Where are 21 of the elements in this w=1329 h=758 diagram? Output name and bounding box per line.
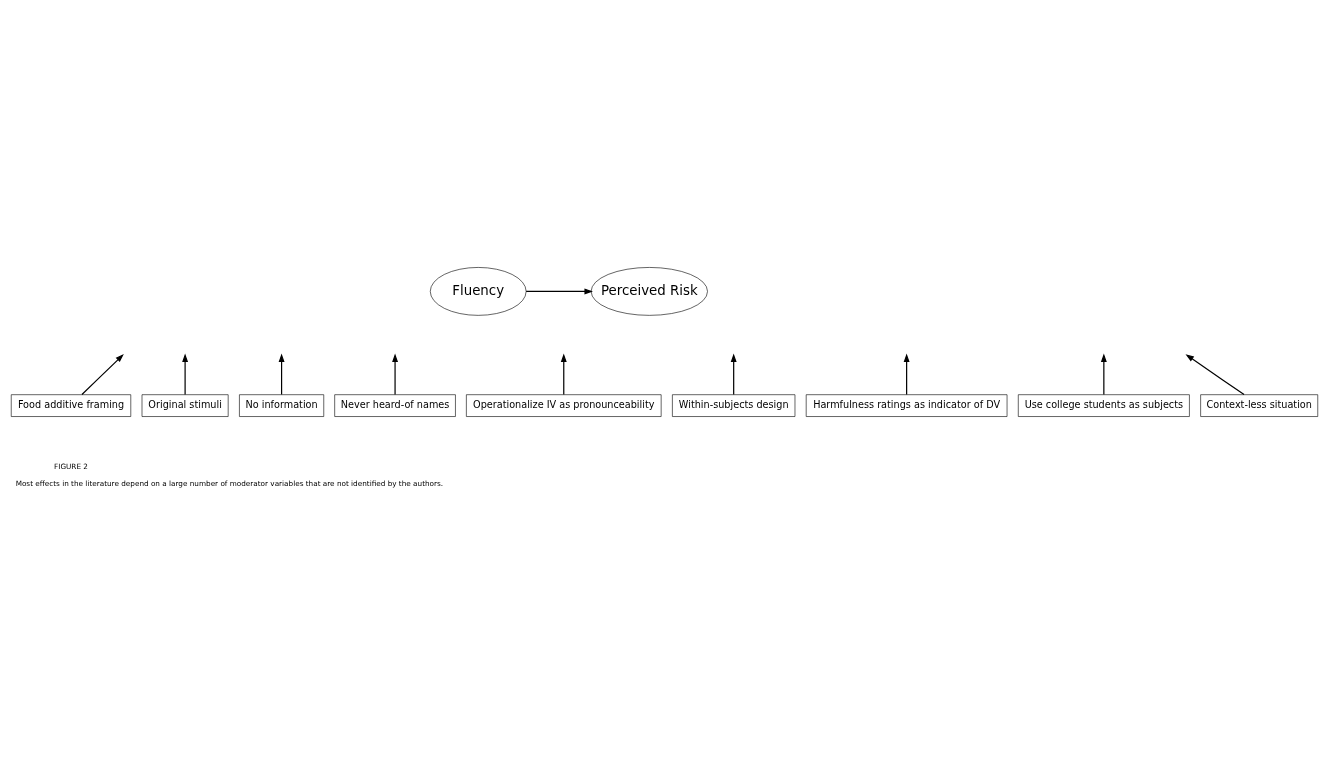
- arrow: [392, 353, 399, 396]
- arrow: [182, 353, 189, 396]
- node-box: Context-less situation: [1200, 394, 1319, 417]
- arrow: [525, 288, 593, 295]
- arrow: [1100, 353, 1107, 396]
- node-box: Food additive framing: [10, 394, 132, 417]
- node-box: Within-subjects design: [672, 394, 796, 417]
- arrow: [903, 353, 910, 396]
- node-box: Original stimuli: [141, 394, 229, 417]
- arrow: [278, 353, 285, 396]
- node-box: Operationalize IV as pronounceability: [466, 394, 662, 417]
- node-ellipse: Fluency: [429, 267, 527, 316]
- arrow: [81, 354, 124, 396]
- node-box: Use college students as subjects: [1017, 394, 1190, 417]
- node-box: No information: [239, 394, 325, 417]
- node-box: Never heard-of names: [334, 394, 456, 417]
- node-box: Harmfulness ratings as indicator of DV: [805, 394, 1008, 417]
- arrow: [560, 353, 567, 396]
- node-ellipse: Perceived Risk: [590, 267, 708, 316]
- arrow: [1185, 354, 1245, 396]
- arrow: [730, 353, 737, 396]
